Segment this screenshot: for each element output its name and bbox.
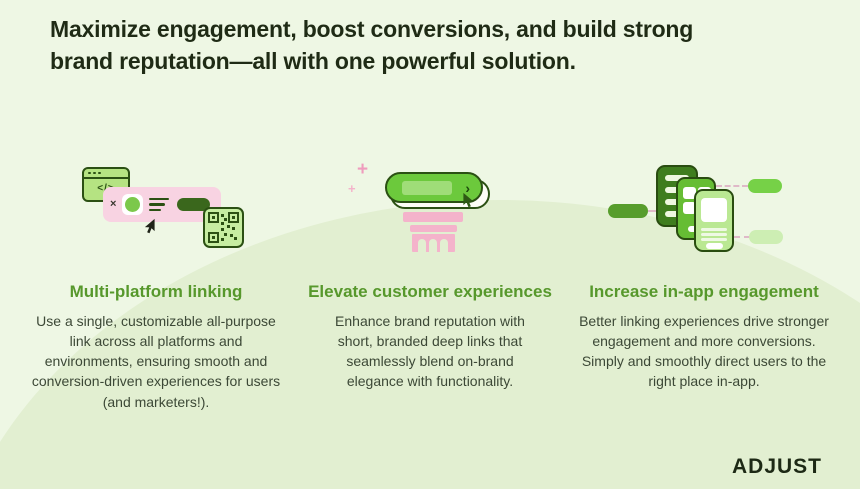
favicon-tile bbox=[122, 194, 144, 215]
close-icon: × bbox=[110, 198, 117, 210]
deep-link-pill-bottom-right bbox=[749, 230, 783, 244]
adjust-logo: ADJUST bbox=[731, 455, 822, 478]
pillar-arch bbox=[418, 239, 426, 252]
feature-column-elevate-customer-experiences: + + › Elevate customer experience bbox=[298, 150, 562, 412]
window-dot-icon bbox=[98, 171, 101, 175]
sparkle-plus-icon: + bbox=[357, 159, 369, 180]
screen-button bbox=[706, 243, 723, 249]
window-dot-icon bbox=[93, 171, 96, 175]
pillar-abacus bbox=[403, 212, 463, 222]
screen-panel bbox=[701, 198, 727, 222]
link-card: × bbox=[103, 187, 221, 222]
screen-line bbox=[701, 228, 727, 231]
cursor-icon bbox=[463, 192, 474, 208]
deep-link-pill-left bbox=[608, 204, 648, 218]
column-title: Elevate customer experiences bbox=[308, 282, 552, 301]
feature-columns: </> × bbox=[0, 150, 860, 412]
favicon-dot-icon bbox=[125, 197, 141, 212]
qr-code-icon bbox=[203, 207, 244, 248]
cursor-icon bbox=[144, 218, 155, 234]
headline: Maximize engagement, boost conversions, … bbox=[50, 16, 694, 75]
screen-line bbox=[701, 238, 727, 241]
screen-bar bbox=[665, 175, 689, 181]
deep-link-pill-top-right bbox=[748, 179, 782, 193]
screen-tile bbox=[683, 202, 696, 214]
illustration-phones bbox=[572, 150, 836, 268]
column-title: Multi-platform linking bbox=[69, 282, 243, 301]
connector-dashed-line bbox=[734, 236, 750, 238]
column-body: Use a single, customizable all-purpose l… bbox=[31, 313, 281, 410]
pillar-arch bbox=[440, 239, 448, 252]
screen-line bbox=[701, 233, 727, 236]
cta-pill bbox=[177, 198, 211, 211]
sparkle-plus-icon: + bbox=[348, 181, 356, 196]
pillar-shaft bbox=[412, 234, 455, 252]
button-input-field bbox=[402, 180, 452, 195]
column-body: Better linking experiences drive stronge… bbox=[579, 313, 829, 390]
phone-front bbox=[694, 189, 734, 252]
pillar-echinus bbox=[410, 225, 457, 232]
illustration-button-pedestal: + + › bbox=[298, 150, 562, 268]
connector-dashed-line bbox=[716, 185, 748, 187]
illustration-multi-platform-linking: </> × bbox=[24, 150, 288, 268]
feature-column-multi-platform-linking: </> × bbox=[24, 150, 288, 412]
window-dot-icon bbox=[88, 171, 91, 175]
connector-dashed-line bbox=[648, 210, 658, 212]
code-window-titlebar bbox=[84, 169, 128, 179]
screen-tile bbox=[683, 187, 696, 199]
feature-column-increase-in-app-engagement: Increase in-app engagement Better linkin… bbox=[572, 150, 836, 412]
column-title: Increase in-app engagement bbox=[589, 282, 819, 301]
column-body: Enhance brand reputation with short, bra… bbox=[335, 313, 525, 390]
text-lines-icon bbox=[149, 197, 170, 212]
chevron-right-icon: › bbox=[465, 179, 470, 196]
pillar-arch bbox=[429, 239, 437, 252]
